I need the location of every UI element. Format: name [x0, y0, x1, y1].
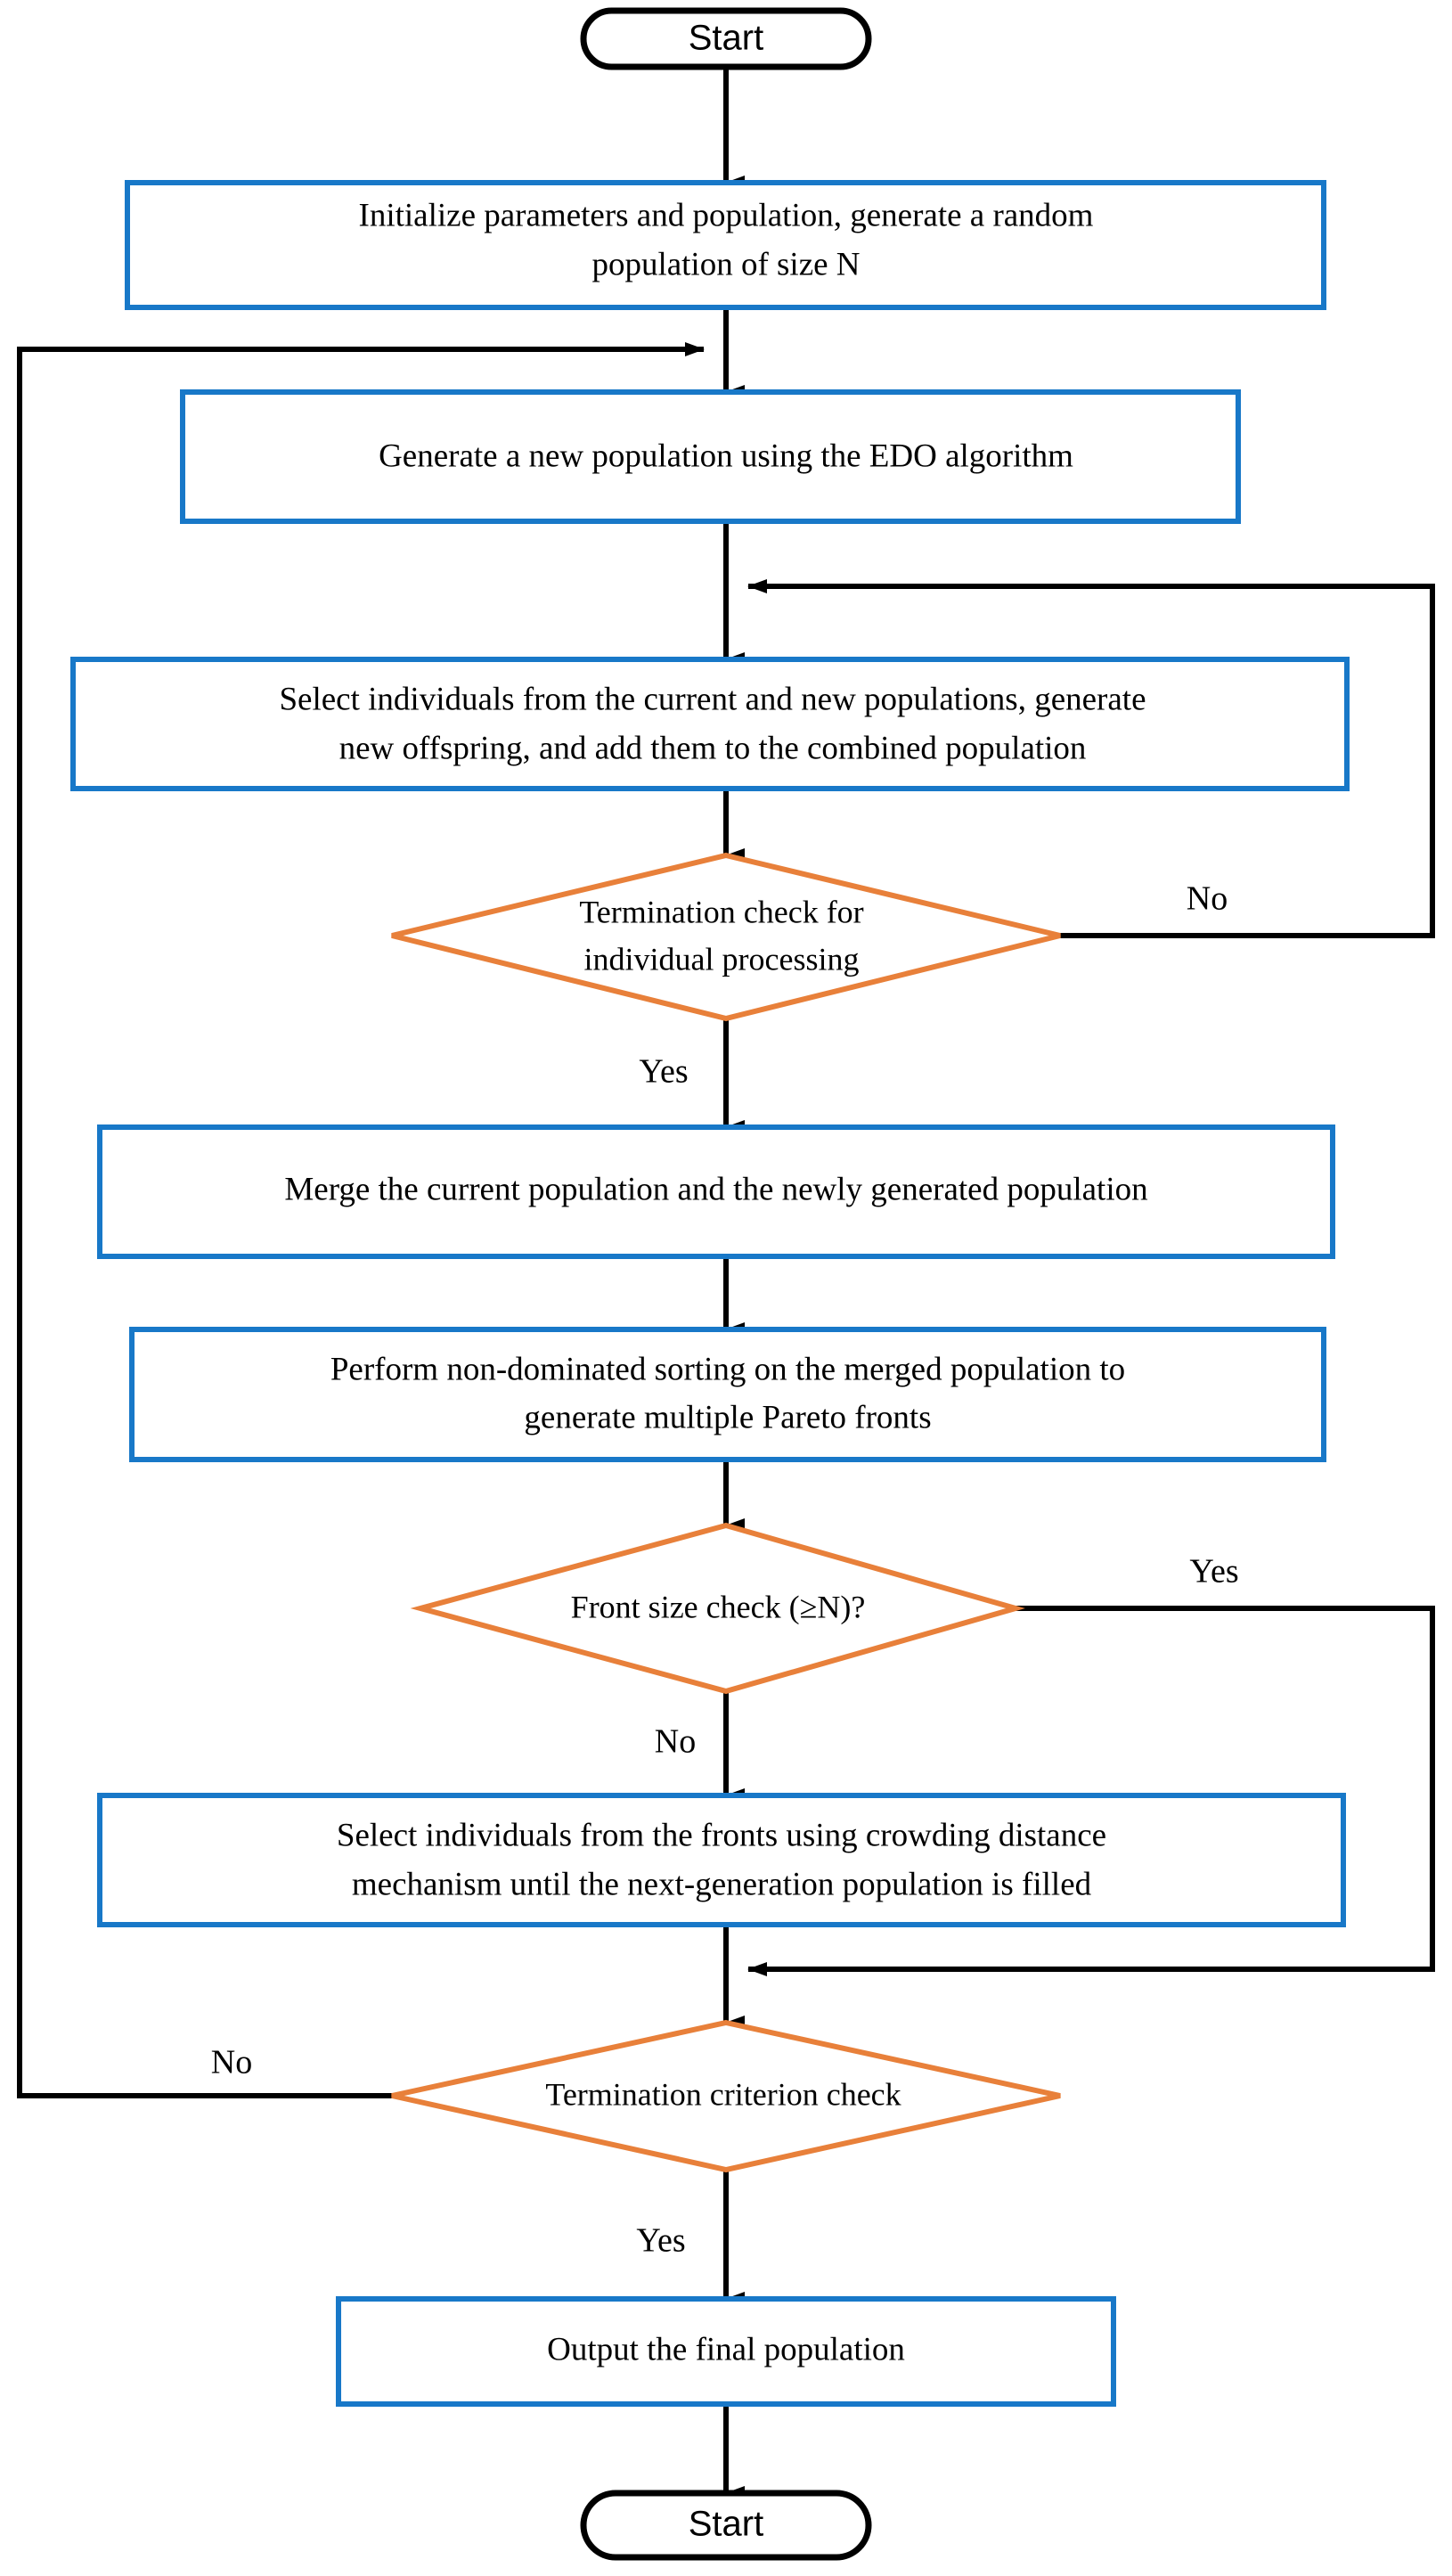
edge-label-individual-yes: Yes: [639, 1053, 688, 1091]
edge-label-criterion-no: No: [211, 2044, 252, 2081]
edge-label-individual-no: No: [1187, 880, 1228, 918]
initialize-line2: population of size N: [591, 246, 860, 282]
node-termination-individual[interactable]: Termination check for individual process…: [391, 852, 1061, 1022]
edge-label-front-size-yes: Yes: [1189, 1553, 1238, 1591]
generate-new-line1: Generate a new population using the EDO …: [379, 438, 1073, 474]
start-top-shape: [580, 7, 872, 70]
select-current-new-line1: Select individuals from the current and …: [279, 681, 1146, 717]
node-generate-new-population[interactable]: Generate a new population using the EDO …: [180, 389, 1241, 524]
output-final-line1: Output the final population: [547, 2331, 905, 2367]
select-current-new-line2: new offspring, and add them to the combi…: [339, 730, 1087, 766]
front-size-check-shape: [410, 1522, 1025, 1695]
termination-individual-line1: Termination check for: [579, 894, 863, 929]
non-dominated-sort-shape: [129, 1327, 1326, 1462]
initialize-line1: Initialize parameters and population, ge…: [359, 197, 1094, 233]
connector-loop-individual-no-to-select: [747, 579, 1435, 938]
non-dominated-sort-line1: Perform non-dominated sorting on the mer…: [330, 1351, 1125, 1387]
crowding-distance-line2: mechanism until the next-generation popu…: [352, 1866, 1092, 1902]
merge-shape: [97, 1124, 1335, 1259]
termination-individual-shape: [391, 852, 1061, 1022]
node-start-top[interactable]: Start: [580, 7, 872, 70]
node-front-size-check[interactable]: Front size check (≥N)?: [410, 1522, 1025, 1695]
termination-criterion-shape: [391, 2019, 1061, 2173]
generate-new-shape: [180, 389, 1241, 524]
non-dominated-sort-line2: generate multiple Pareto fronts: [524, 1399, 931, 1435]
front-size-check-line1: Front size check (≥N)?: [571, 1589, 866, 1624]
node-output-final[interactable]: Output the final population: [336, 2296, 1116, 2407]
select-current-new-shape: [70, 657, 1350, 791]
merge-line1: Merge the current population and the new…: [284, 1171, 1147, 1207]
initialize-shape: [125, 180, 1326, 310]
start-top-label: Start: [689, 19, 763, 58]
node-crowding-distance[interactable]: Select individuals from the fronts using…: [97, 1793, 1346, 1927]
node-merge[interactable]: Merge the current population and the new…: [97, 1124, 1335, 1259]
start-bottom-shape: [580, 2490, 872, 2561]
edge-label-front-size-no: No: [655, 1723, 696, 1761]
termination-individual-line2: individual processing: [584, 941, 860, 977]
node-select-current-new[interactable]: Select individuals from the current and …: [70, 657, 1350, 791]
output-final-shape: [336, 2296, 1116, 2407]
edge-label-criterion-yes: Yes: [636, 2222, 685, 2260]
start-bottom-label: Start: [689, 2505, 763, 2544]
crowding-distance-line1: Select individuals from the fronts using…: [337, 1817, 1106, 1853]
node-non-dominated-sort[interactable]: Perform non-dominated sorting on the mer…: [129, 1327, 1326, 1462]
connector-front-size-yes-bypass: [747, 1606, 1435, 1976]
node-start-bottom[interactable]: Start: [580, 2490, 872, 2561]
crowding-distance-shape: [97, 1793, 1346, 1927]
node-initialize[interactable]: Initialize parameters and population, ge…: [125, 180, 1326, 310]
connector-loop-termination-no-to-generate: [17, 342, 705, 2098]
node-termination-criterion[interactable]: Termination criterion check: [391, 2019, 1061, 2173]
termination-criterion-line1: Termination criterion check: [545, 2076, 901, 2112]
